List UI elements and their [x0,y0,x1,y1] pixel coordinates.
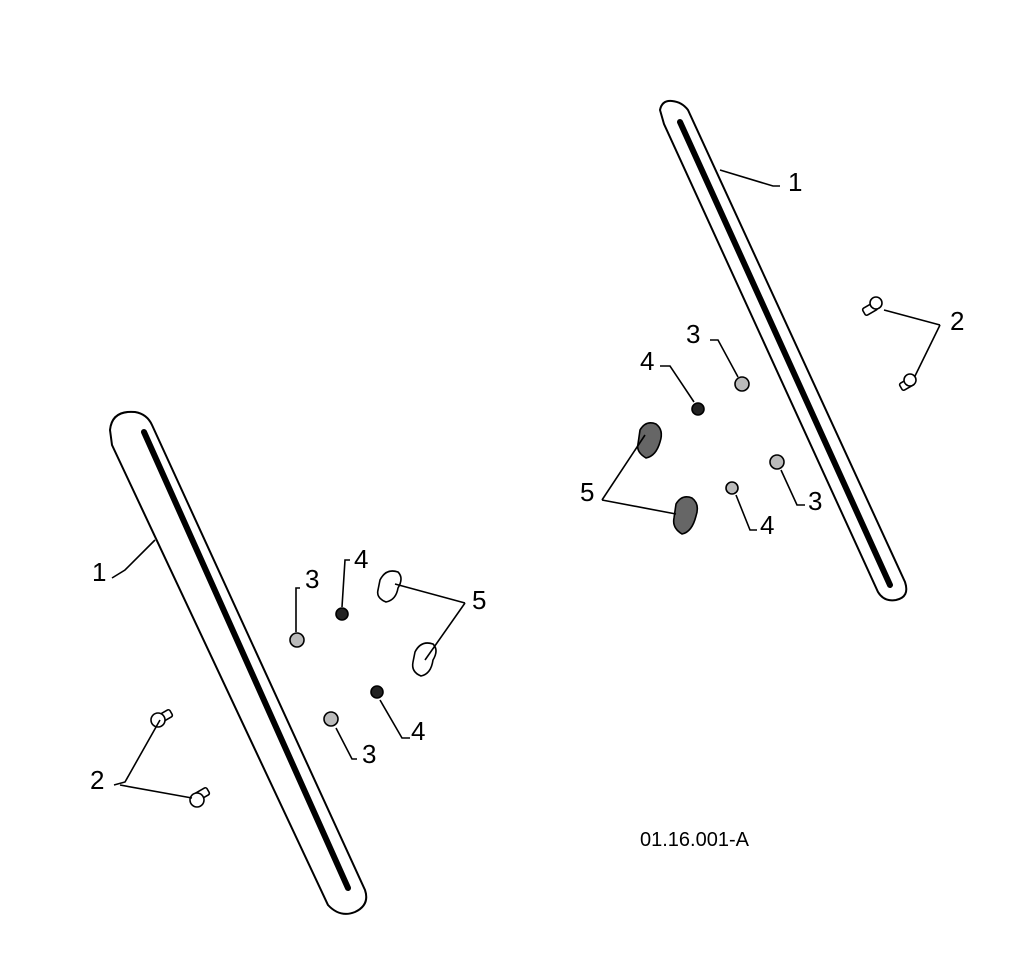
right-clip-bottom [672,496,699,535]
right-washer-top [734,376,750,392]
right-assembly: 1 2 3 4 5 3 4 [580,99,964,602]
right-screw-bottom [898,373,917,392]
right-callout-nut-bottom: 4 [760,510,774,540]
right-callout-nut-top: 4 [640,346,654,376]
left-screw-bottom [189,786,211,808]
right-callout-washer-top: 3 [686,319,700,349]
left-clip-top [376,570,402,603]
right-callout-screw: 2 [950,306,964,336]
left-assembly: 1 2 3 4 5 3 4 [90,410,486,915]
left-rail [108,410,368,915]
figure-id: 01.16.001-A [640,829,750,851]
left-washer-bottom [323,711,339,727]
left-callout-washer-bottom: 3 [362,739,376,769]
left-screw-top [150,708,174,728]
left-callout-nut-bottom: 4 [411,716,425,746]
left-nut-bottom [370,685,384,699]
left-nut-top [335,607,349,621]
right-nut-bottom [725,481,739,495]
left-callout-washer-top: 3 [305,564,319,594]
right-callout-rail: 1 [788,167,802,197]
right-callout-clip: 5 [580,477,594,507]
left-washer-top [289,632,305,648]
right-callout-washer-bottom: 3 [808,486,822,516]
right-washer-bottom [769,454,785,470]
left-callout-rail: 1 [92,557,106,587]
right-nut-top [691,402,705,416]
left-callout-nut-top: 4 [354,544,368,574]
right-screw-top [861,296,883,317]
right-rail [658,99,908,602]
left-callout-screw: 2 [90,765,104,795]
right-clip-top [636,422,663,459]
left-callout-clip: 5 [472,585,486,615]
